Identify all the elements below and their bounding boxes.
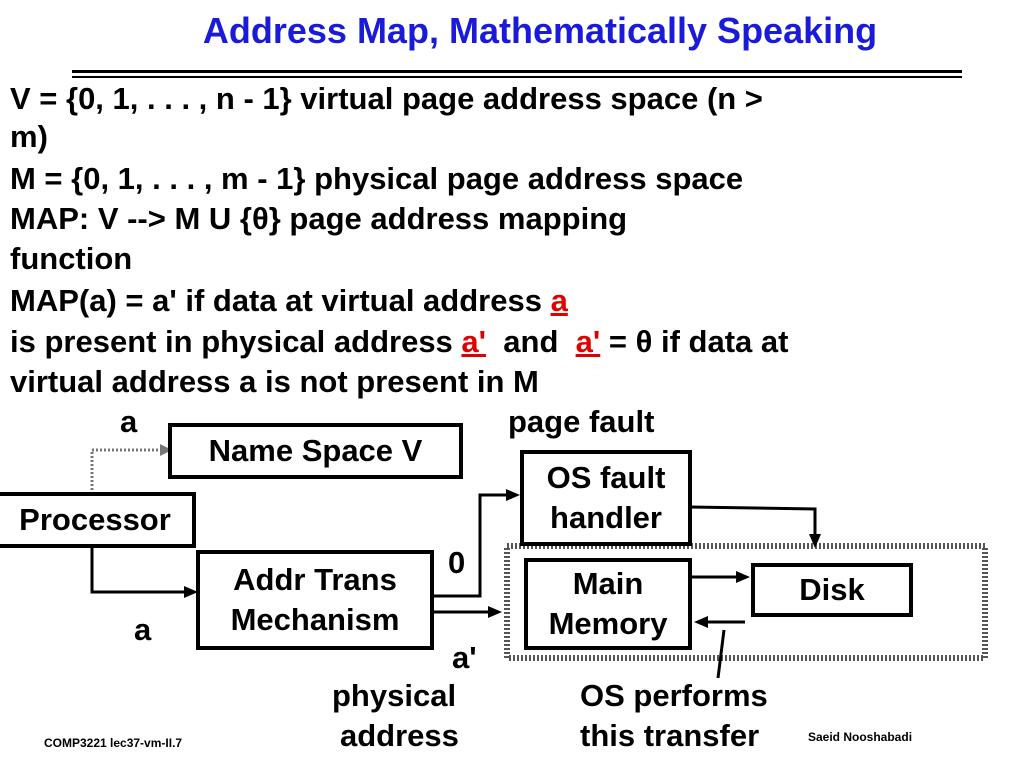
zero-label: 0 [448, 545, 466, 580]
text-line-7: is present in physical address a' and a'… [10, 323, 788, 361]
name-space-box: Name Space V [168, 423, 463, 479]
os-fault-line-1: OS fault [546, 460, 666, 495]
title-rule-top [72, 70, 962, 73]
text-line-3: M = {0, 1, . . . , m - 1} physical page … [10, 161, 744, 196]
text-line-5: function [10, 241, 133, 276]
processor-to-translator-arrowhead [184, 586, 198, 598]
memory-to-disk-arrowhead [736, 571, 750, 583]
equals-text: = [600, 324, 636, 359]
if-data-text: if data at [652, 324, 789, 359]
map-a-text: MAP(a) = a' if data at virtual address [10, 283, 551, 318]
transfer-caption-2: this transfer [580, 718, 760, 753]
addr-trans-line-2: Mechanism [230, 602, 400, 637]
handler-to-disk-link [689, 505, 817, 536]
virtual-address-label: a [120, 404, 138, 439]
transfer-caption-1: OS performs [580, 678, 768, 713]
physical-path-arrowhead [488, 606, 502, 618]
text-line-1: V = {0, 1, . . . , n - 1} virtual page a… [10, 81, 763, 116]
main-memory-line-2: Memory [548, 606, 668, 641]
text-line-2: m) [10, 119, 48, 154]
addr-trans-line-1: Addr Trans [233, 562, 397, 597]
footer-course: COMP3221 lec37-vm-II.7 [44, 736, 183, 750]
fault-path-arrowhead [506, 489, 520, 501]
physical-caption-2: address [340, 718, 459, 753]
processor-to-translator-link [90, 546, 186, 594]
processor-box: Processor [0, 492, 196, 548]
text-line-4: MAP: V --> M U {θ} page address mapping [10, 200, 627, 238]
virtual-address-a: a [550, 283, 568, 318]
fault-path-link [432, 493, 508, 598]
and-text: and [486, 324, 576, 359]
physical-address-a-prime: a' [461, 324, 487, 359]
map-definition: MAP: V --> M U { [10, 201, 252, 236]
page-fault-label: page fault [508, 404, 655, 439]
theta-symbol-2: θ [635, 324, 653, 359]
physical-address-label: a' [452, 640, 477, 675]
memory-region-border [504, 543, 988, 661]
text-line-8: virtual address a is not present in M [10, 364, 539, 399]
virtual-address-label-bottom: a [134, 612, 152, 647]
os-fault-handler-box: OS fault handler [520, 450, 692, 546]
map-definition-end: } page address mapping [268, 201, 628, 236]
slide-title: Address Map, Mathematically Speaking [202, 10, 878, 51]
theta-symbol: θ [251, 201, 269, 236]
os-fault-line-2: handler [550, 500, 662, 535]
virtual-name-arrowhead [160, 444, 172, 456]
transfer-callout-line [716, 629, 726, 679]
disk-to-memory-arrowhead [694, 616, 708, 628]
a-prime-second: a' [575, 324, 601, 359]
footer-author: Saeid Nooshabadi [808, 730, 913, 744]
main-memory-line-1: Main [572, 566, 644, 601]
present-text: is present in physical address [10, 324, 462, 359]
title-rule-bottom [72, 76, 962, 78]
physical-caption-1: physical [332, 678, 457, 713]
virtual-name-link [90, 448, 160, 490]
text-line-6: MAP(a) = a' if data at virtual address a [10, 282, 568, 320]
handler-to-disk-arrowhead [809, 534, 821, 548]
disk-box: Disk [751, 563, 913, 617]
